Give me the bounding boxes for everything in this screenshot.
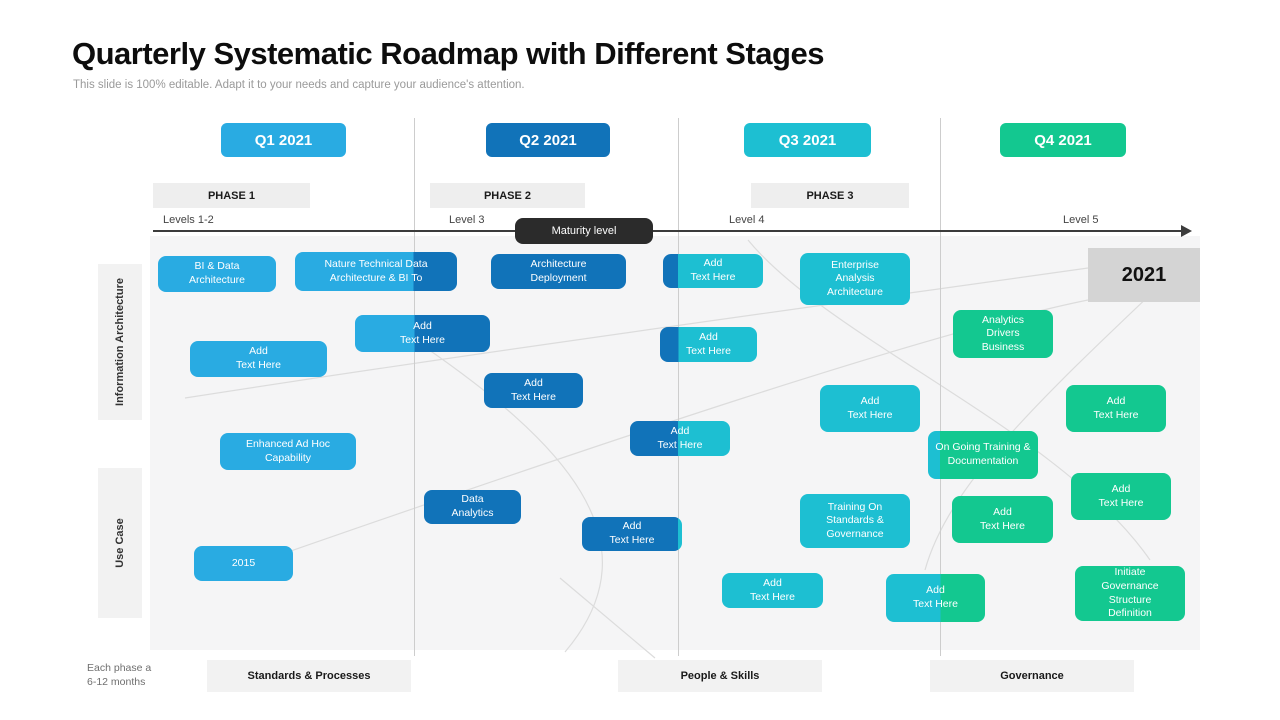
quarter-pill-q1: Q1 2021 (221, 123, 346, 157)
roadmap-box-label: 2015 (231, 556, 256, 569)
roadmap-box-label: Add Text Here (690, 257, 736, 283)
roadmap-box-label: Add Text Here (980, 505, 1025, 532)
quarter-pill-q2: Q2 2021 (486, 123, 610, 157)
roadmap-box-label: Data Analytics (451, 493, 494, 519)
roadmap-box-label: Add Text Here (686, 330, 731, 357)
roadmap-box-label: Add Text Here (400, 319, 445, 346)
roadmap-box: BI & Data Architecture (158, 256, 276, 292)
maturity-level-tag: Maturity level (515, 218, 653, 244)
roadmap-box-label: Initiate Governance Structure Definition (1101, 566, 1159, 620)
roadmap-box-label: Add Text Here (657, 424, 703, 451)
roadmap-box: Add Text Here (355, 315, 490, 352)
roadmap-box-label: Add Text Here (847, 394, 893, 421)
quarter-gridline-2 (678, 118, 679, 656)
roadmap-box: Enterprise Analysis Architecture (800, 253, 910, 305)
roadmap-box-label: Add Text Here (236, 345, 281, 371)
roadmap-box-label: Add Text Here (1098, 482, 1144, 509)
row-group-label: Use Case (114, 518, 127, 568)
roadmap-box-label: Add Text Here (511, 376, 556, 403)
roadmap-box: Add Text Here (722, 573, 823, 608)
roadmap-box: Add Text Here (630, 421, 730, 456)
row-group-information-architecture: Information Architecture (98, 264, 142, 420)
row-group-use-case: Use Case (98, 468, 142, 618)
roadmap-box: On Going Training & Documentation (928, 431, 1038, 479)
phase-label-3: PHASE 3 (751, 183, 909, 208)
roadmap-box: Add Text Here (952, 496, 1053, 543)
roadmap-box: Add Text Here (1066, 385, 1166, 432)
timeline-axis (153, 230, 1183, 232)
phase-label-1: PHASE 1 (153, 183, 310, 208)
year-marker: 2021 (1088, 248, 1200, 302)
bottom-label-governance: Governance (930, 660, 1134, 692)
roadmap-box-label: Add Text Here (1093, 394, 1139, 421)
page-subtitle: This slide is 100% editable. Adapt it to… (73, 79, 525, 91)
roadmap-box: Architecture Deployment (491, 254, 626, 289)
roadmap-box-label: On Going Training & Documentation (935, 441, 1031, 467)
roadmap-box: Nature Technical Data Architecture & BI … (295, 252, 457, 291)
roadmap-box: Enhanced Ad Hoc Capability (220, 433, 356, 470)
roadmap-box-label: Architecture Deployment (530, 257, 587, 284)
level-label-2: Level 3 (449, 214, 485, 226)
roadmap-box: Analytics Drivers Business (953, 310, 1053, 358)
phase-duration-note: Each phase a 6-12 months (87, 662, 151, 689)
roadmap-box: Add Text Here (582, 517, 682, 551)
level-label-1: Levels 1-2 (163, 214, 214, 226)
roadmap-box: Add Text Here (820, 385, 920, 432)
phase-label-2: PHASE 2 (430, 183, 585, 208)
row-group-label: Information Architecture (114, 278, 127, 406)
roadmap-box: Data Analytics (424, 490, 521, 524)
quarter-pill-q4: Q4 2021 (1000, 123, 1126, 157)
roadmap-box: Initiate Governance Structure Definition (1075, 566, 1185, 621)
level-label-4: Level 5 (1063, 214, 1099, 226)
roadmap-box-label: Enhanced Ad Hoc Capability (245, 437, 331, 464)
roadmap-box: Add Text Here (484, 373, 583, 408)
roadmap-box-label: BI & Data Architecture (188, 260, 246, 286)
phase-duration-note-line2: 6-12 months (87, 675, 146, 688)
roadmap-box: Add Text Here (886, 574, 985, 622)
roadmap-box-label: Enterprise Analysis Architecture (826, 258, 884, 298)
roadmap-box: Add Text Here (660, 327, 757, 362)
level-label-3: Level 4 (729, 214, 765, 226)
roadmap-box: Add Text Here (190, 341, 327, 377)
quarter-gridline-3 (940, 118, 941, 656)
quarter-pill-q3: Q3 2021 (744, 123, 871, 157)
roadmap-box-label: Add Text Here (609, 520, 655, 546)
roadmap-box: Add Text Here (1071, 473, 1171, 520)
roadmap-box-label: Add Text Here (750, 576, 795, 603)
bottom-label-standards-processes: Standards & Processes (207, 660, 411, 692)
roadmap-box: 2015 (194, 546, 293, 581)
phase-duration-note-line1: Each phase a (87, 662, 152, 674)
timeline-arrowhead-icon (1181, 225, 1192, 237)
roadmap-box-label: Add Text Here (913, 584, 958, 610)
roadmap-box: Training On Standards & Governance (800, 494, 910, 548)
quarter-gridline-1 (414, 118, 415, 656)
bottom-label-people-skills: People & Skills (618, 660, 822, 692)
roadmap-box-label: Training On Standards & Governance (826, 500, 884, 540)
roadmap-box-label: Analytics Drivers Business (981, 313, 1025, 353)
roadmap-box-label: Nature Technical Data Architecture & BI … (324, 257, 428, 284)
page-title: Quarterly Systematic Roadmap with Differ… (72, 36, 824, 71)
roadmap-box: Add Text Here (663, 254, 763, 288)
